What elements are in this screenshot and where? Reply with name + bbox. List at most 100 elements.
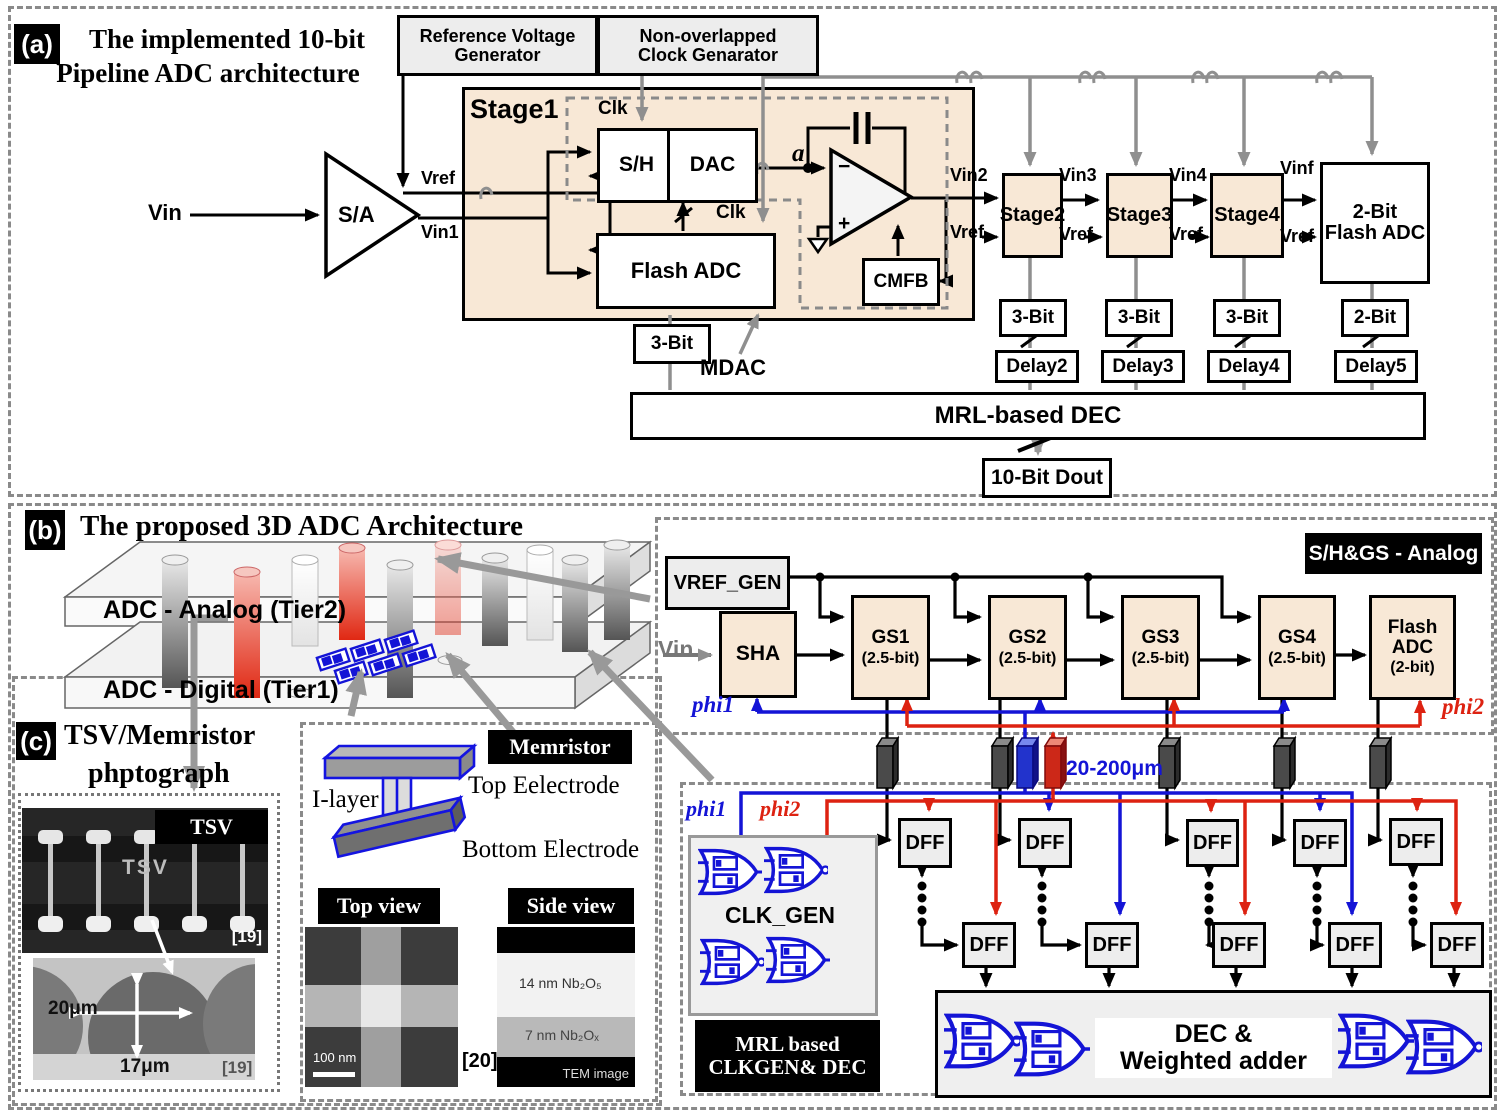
tsv-photo-ref: [19] bbox=[231, 927, 262, 946]
flash-adc-block: Flash ADC bbox=[596, 233, 776, 309]
dff-chain-dots bbox=[917, 881, 1418, 927]
mrl-gate-icon bbox=[944, 1006, 1020, 1076]
memristor-tag: Memristor bbox=[488, 730, 632, 764]
ground-icon bbox=[806, 237, 830, 255]
cmfb-block: CMFB bbox=[862, 258, 940, 306]
wire-break-curls bbox=[479, 70, 1344, 200]
vref2-label: Vref bbox=[950, 222, 985, 242]
vinf-label: Vinf bbox=[1280, 158, 1314, 178]
panel-a-title-line1: The implemented 10-bit bbox=[89, 24, 365, 54]
dff-2-3: DFF bbox=[1212, 922, 1266, 968]
phi2-label-analog: phi2 bbox=[1442, 694, 1485, 719]
clk-label-mid: Clk bbox=[716, 202, 746, 223]
mrl-gate-icon bbox=[1338, 1006, 1414, 1076]
memristor-glyphs bbox=[315, 629, 437, 685]
panel-c-tag: (c) bbox=[16, 722, 56, 760]
dout-box: 10-Bit Dout bbox=[982, 458, 1112, 498]
sa-label: S/A bbox=[338, 202, 375, 227]
mrl-nor-gate-icon bbox=[700, 938, 764, 986]
side-view-tag: Side view bbox=[508, 888, 634, 924]
stage2-bits-box: 3-Bit bbox=[999, 299, 1067, 337]
tsv-width-dim: 20μm bbox=[48, 998, 98, 1019]
gs4-block: GS4(2.5-bit) bbox=[1258, 595, 1336, 700]
panel-a-title-line2: Pipeline ADC architecture bbox=[56, 58, 360, 88]
mrl-gate-icon bbox=[766, 936, 830, 984]
tsv-photo-tag: TSV bbox=[155, 810, 268, 844]
sa-amplifier-icon bbox=[324, 150, 422, 280]
stage1-bits-box: 3-Bit bbox=[633, 324, 711, 364]
tsv-height-dim: 17μm bbox=[120, 1056, 170, 1077]
panel-a-border bbox=[8, 6, 1497, 497]
bottom-electrode-label: Bottom Electrode bbox=[462, 836, 640, 863]
analog-subpanel-border bbox=[655, 517, 1494, 735]
vin4-label: Vin4 bbox=[1169, 165, 1207, 185]
dac-block: DAC bbox=[667, 128, 758, 203]
panel-c-title-line2: phptograph bbox=[88, 758, 230, 789]
dff-2-1: DFF bbox=[962, 922, 1016, 968]
vin2-label: Vin2 bbox=[950, 165, 988, 185]
opamp-icon bbox=[829, 146, 915, 248]
dec-weighted-adder-label-bg: DEC &Weighted adder bbox=[1095, 1018, 1332, 1078]
stage2-block: Stage2 bbox=[1000, 173, 1065, 258]
tsv-bar-icons bbox=[875, 735, 1393, 791]
tsv-crosssection-photo bbox=[33, 958, 255, 1080]
mdac-label: MDAC bbox=[700, 355, 766, 380]
vin-label: Vin bbox=[148, 200, 182, 225]
stage1-label: Stage1 bbox=[470, 94, 559, 124]
memristor-sketch-icon bbox=[321, 743, 478, 859]
tsv-photo-inline-label: TSV bbox=[122, 856, 169, 879]
delay3-box: Delay3 bbox=[1101, 350, 1185, 383]
panel-c-title-line1: TSV/Memristor bbox=[64, 720, 256, 751]
dff-1-2: DFF bbox=[1018, 818, 1072, 868]
memristor-subpanel-border bbox=[300, 722, 658, 1102]
tsv-subpanel-border bbox=[18, 793, 280, 1092]
delay5-box: Delay5 bbox=[1334, 350, 1418, 383]
stage3-bits-box: 3-Bit bbox=[1105, 299, 1173, 337]
opamp-plus: + bbox=[838, 212, 851, 235]
vin1-label: Vin1 bbox=[421, 222, 459, 242]
tem-layer2-label: 7 nm Nb₂Oₓ bbox=[525, 1027, 599, 1043]
panel-b-border bbox=[8, 503, 1497, 1110]
tem-image-label: TEM image bbox=[562, 1066, 629, 1081]
phi2-label-digital: phi2 bbox=[760, 796, 801, 821]
vref-gen-block: VREF_GEN bbox=[665, 556, 790, 610]
gs3-block: GS3(2.5-bit) bbox=[1121, 595, 1200, 700]
vref3-label: Vref bbox=[1059, 224, 1094, 244]
phi1-label-analog: phi1 bbox=[692, 692, 735, 717]
tier2-label: ADC - Analog (Tier2) bbox=[103, 596, 347, 624]
mrl-gate-icon bbox=[698, 848, 762, 896]
top-view-tag: Top view bbox=[318, 888, 440, 924]
stage4-block: Stage4 bbox=[1210, 173, 1284, 258]
mrl-gate-icon bbox=[1014, 1014, 1090, 1084]
flash2-bits-box: 2-Bit bbox=[1341, 299, 1409, 337]
feedback-capacitor-icon bbox=[853, 112, 871, 144]
gs2-block: GS2(2.5-bit) bbox=[988, 595, 1067, 700]
stage3-block: Stage3 bbox=[1106, 173, 1173, 258]
delay2-box: Delay2 bbox=[995, 350, 1079, 383]
panel-b-title: The proposed 3D ADC Architecture bbox=[80, 510, 524, 542]
mrl-nor-gate-icon bbox=[764, 846, 828, 894]
vref-label: Vref bbox=[421, 168, 456, 188]
dff-1-4: DFF bbox=[1293, 819, 1347, 867]
clk-label-top: Clk bbox=[598, 98, 628, 119]
vref4-label: Vref bbox=[1169, 224, 1204, 244]
vin-label-analog: Vin bbox=[658, 636, 694, 662]
node-a-dot bbox=[803, 163, 813, 173]
delay4-box: Delay4 bbox=[1207, 350, 1291, 383]
opamp-minus: − bbox=[838, 155, 851, 178]
clk-gen-label: CLK_GEN bbox=[725, 902, 835, 928]
tem-layer1-label: 14 nm Nb₂O₅ bbox=[519, 975, 602, 991]
stage4-bits-box: 3-Bit bbox=[1213, 299, 1281, 337]
panel-a-tag: (a) bbox=[14, 24, 60, 64]
memristor-ref: [20] bbox=[462, 1050, 498, 1072]
tsv-crosssection-ref: [19] bbox=[222, 1058, 253, 1077]
mrl-nor-gate-icon bbox=[1406, 1012, 1482, 1082]
topview-scale-label: 100 nm bbox=[313, 1050, 357, 1065]
